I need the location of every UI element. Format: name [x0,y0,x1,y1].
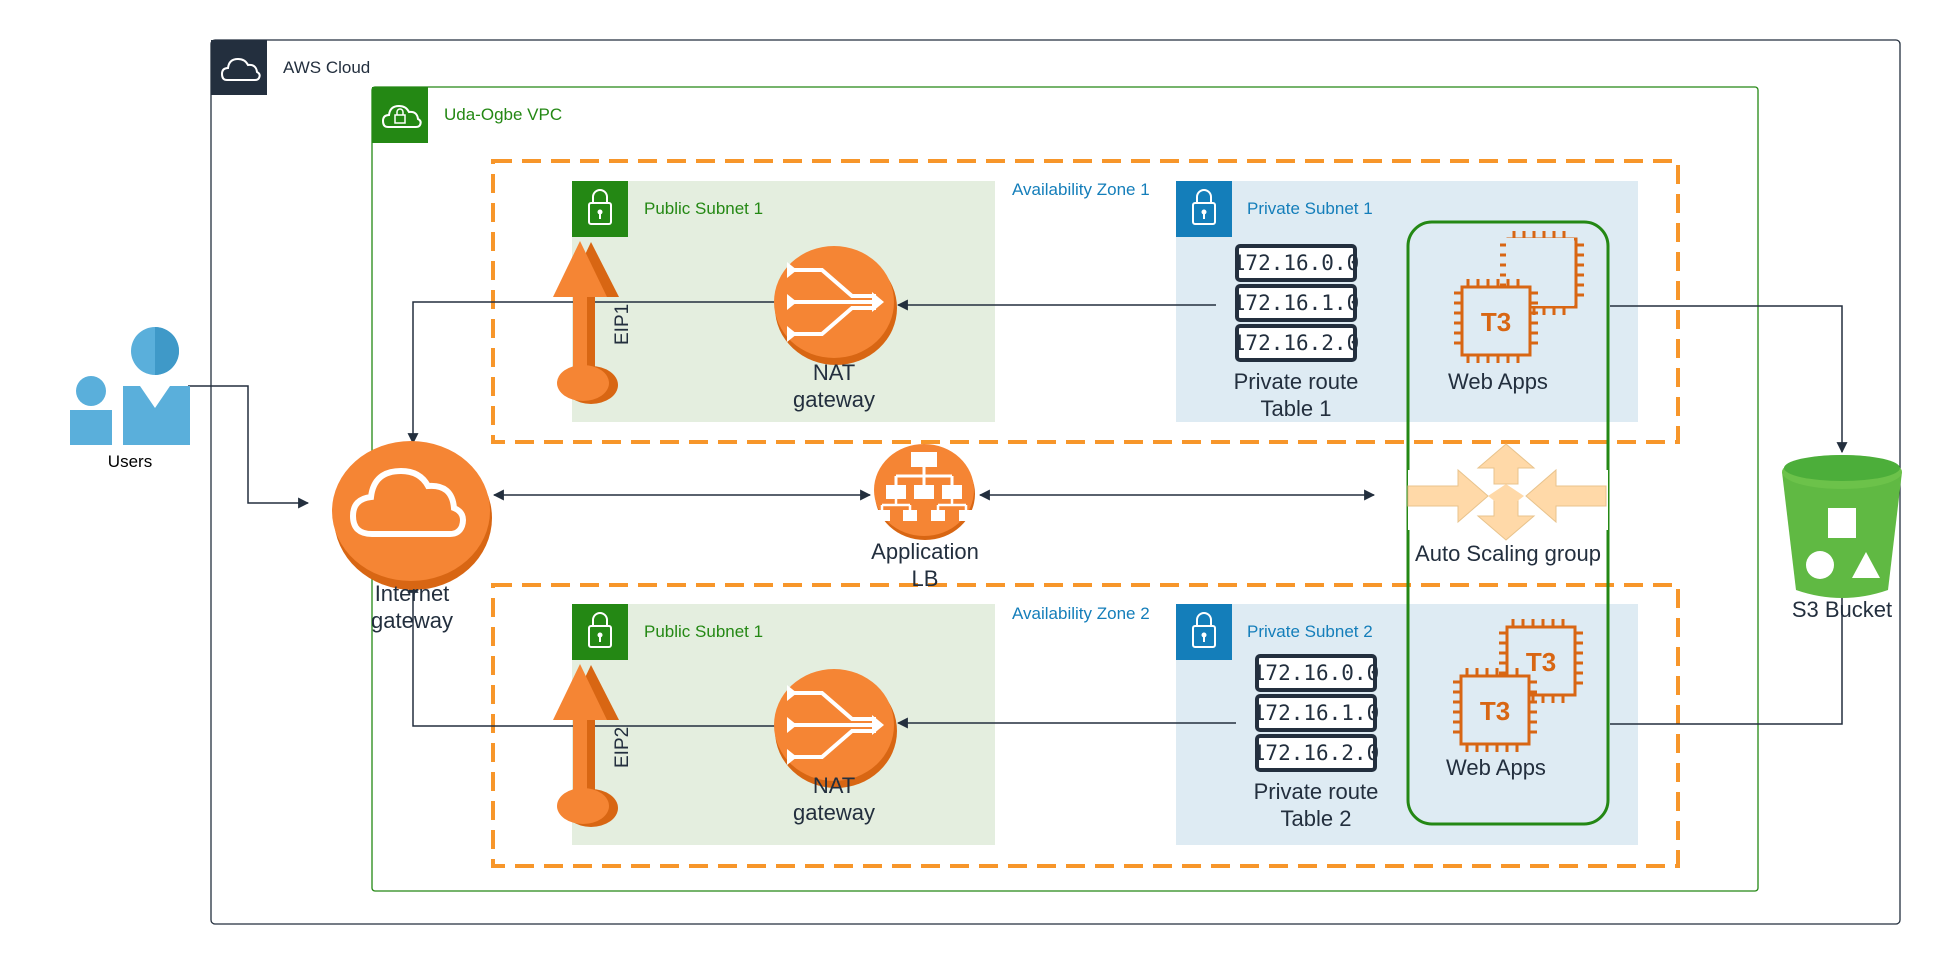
webapps2-to-s3-connector [1610,595,1843,725]
private-subnet-2-lock-icon [1176,604,1232,660]
svg-text:T3: T3 [1526,647,1556,677]
route-table-1: 172.16.0.0 172.16.1.0 172.16.2.0 [1233,244,1359,362]
webapps1-to-s3-connector [1610,305,1848,454]
eip2-icon [553,664,619,827]
vpc-icon [372,87,428,143]
route-table-2: 172.16.0.0 172.16.1.0 172.16.2.0 [1253,654,1379,772]
auto-scaling-group-label: Auto Scaling group [1415,541,1601,566]
users-to-igw-connector [188,385,310,509]
svg-text:T3: T3 [1481,307,1511,337]
aws-cloud-label: AWS Cloud [283,58,371,77]
ec2-t3-icon: T3 [1454,279,1538,363]
route-entry: 172.16.1.0 [1253,701,1379,725]
private-subnet-2-label: Private Subnet 2 [1247,622,1373,641]
private-subnet-1-label: Private Subnet 1 [1247,199,1373,218]
web-apps-2-label: Web Apps [1446,755,1546,780]
eip2-label: EIP2 [612,726,633,768]
route-entry: 172.16.0.0 [1233,251,1359,275]
ec2-t3-icon: T3 [1453,668,1537,752]
public-subnet-1-label: Public Subnet 1 [644,199,764,218]
nat2-to-igw-connector [407,581,775,727]
az1-label: Availability Zone 1 [1012,180,1150,199]
nat-gateway-2-icon [774,669,897,788]
web-apps-1-label: Web Apps [1448,369,1548,394]
auto-scaling-icon [1407,443,1608,541]
s3-bucket-icon [1782,455,1902,598]
aws-cloud-icon [211,40,267,95]
users-label: Users [107,452,153,471]
application-lb-icon [874,444,975,540]
nat-gateway-1-icon [774,246,897,365]
s3-bucket-label: S3 Bucket [1791,597,1893,622]
route-entry: 172.16.0.0 [1253,661,1379,685]
public-subnet-2-lock-icon [572,604,628,660]
route-entry: 172.16.2.0 [1233,331,1359,355]
internet-gateway-icon [332,441,492,590]
eip1-label: EIP1 [612,303,633,345]
eip1-icon [553,241,619,404]
route-entry: 172.16.1.0 [1233,291,1359,315]
public-subnet-2-label: Public Subnet 1 [644,622,764,641]
private-subnet-1-lock-icon [1176,181,1232,237]
nat1-to-igw-connector [407,301,775,445]
az2-label: Availability Zone 2 [1012,604,1150,623]
public-subnet-1-lock-icon [572,181,628,237]
users-icon [70,327,190,445]
connectors [188,299,1848,729]
route-entry: 172.16.2.0 [1253,741,1379,765]
vpc-label: Uda-Ogbe VPC [444,105,563,124]
svg-text:T3: T3 [1480,696,1510,726]
